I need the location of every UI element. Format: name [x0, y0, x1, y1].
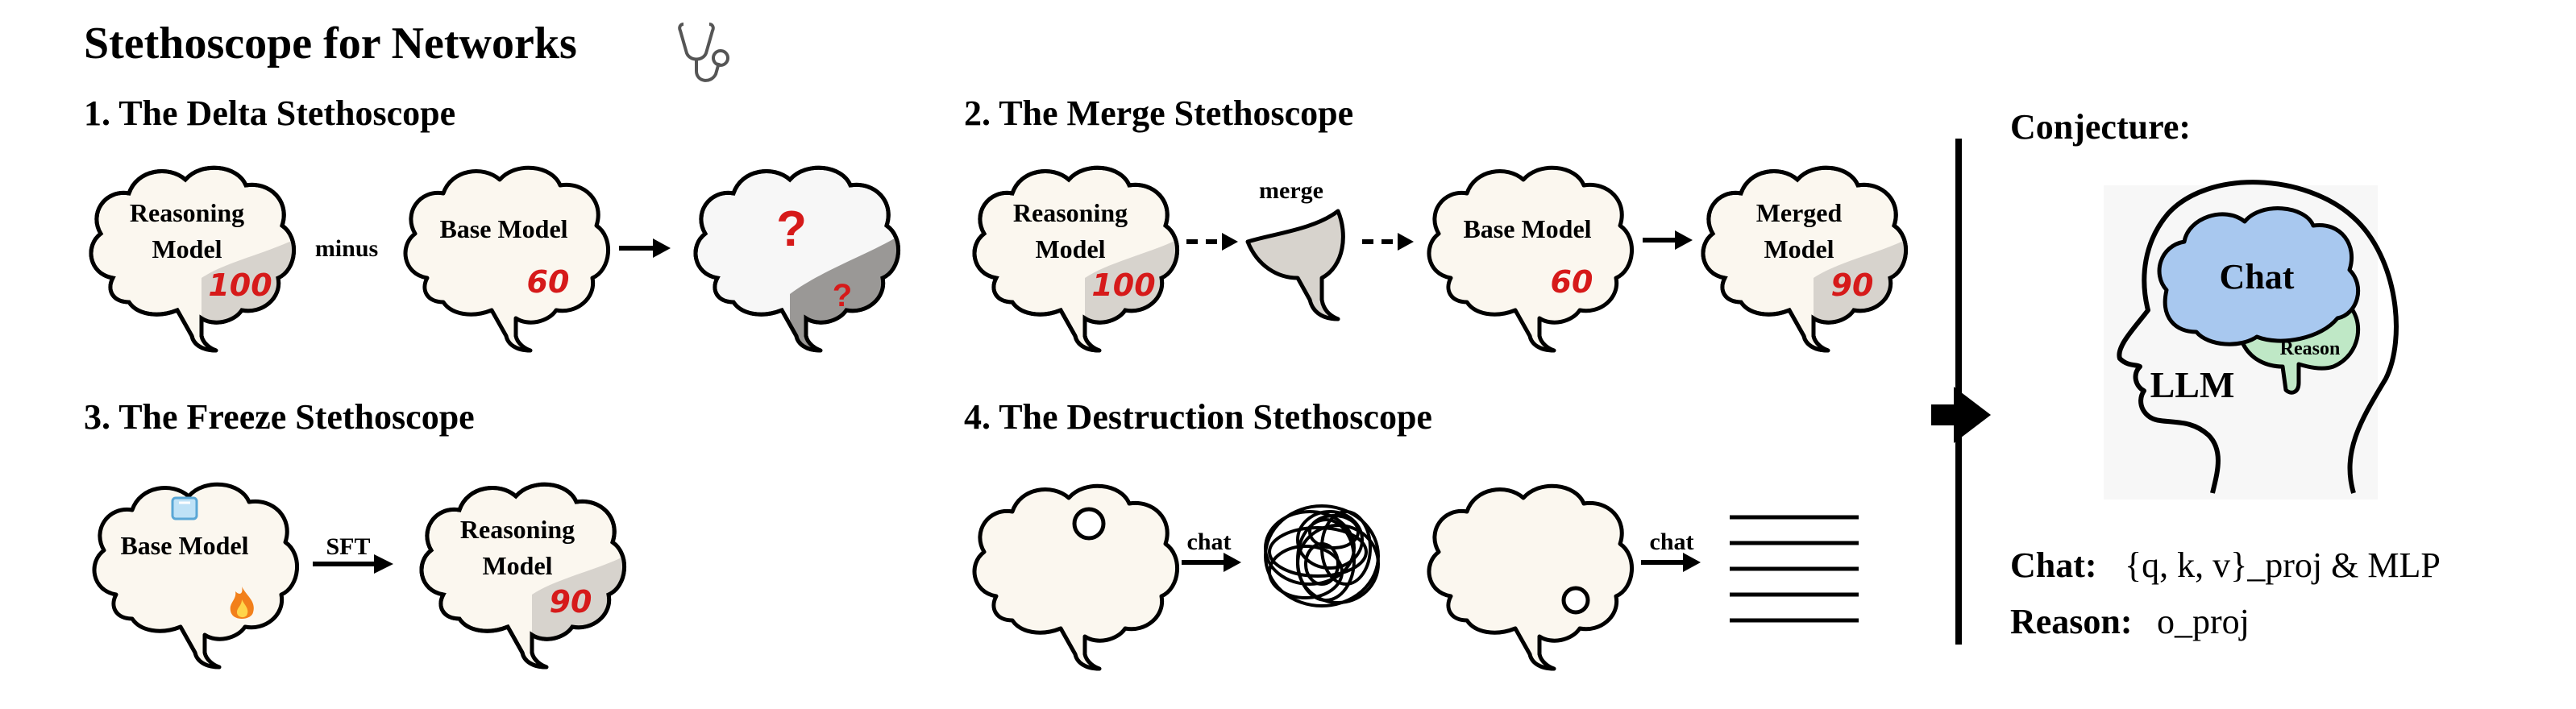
- destruction-brain-1: [974, 486, 1178, 669]
- flat-lines: [1730, 515, 1859, 623]
- freeze-reasoning-brain: Reasoning Model 90: [422, 484, 629, 667]
- brain-label-line1: Base Model: [439, 214, 567, 243]
- score-badge: 90: [550, 584, 592, 620]
- delta-result-brain: ? ?: [696, 168, 903, 350]
- line-value: o_proj: [2157, 602, 2250, 641]
- section-merge-heading: 2. The Merge Stethoscope: [964, 93, 1353, 133]
- brain-label-line1: Base Model: [1463, 214, 1591, 243]
- destruction-operator-2: chat: [1650, 529, 1694, 555]
- brain-label-line2: Model: [152, 234, 222, 263]
- score-badge: 60: [527, 264, 570, 300]
- merge-base-brain: Base Model 60: [1429, 168, 1632, 350]
- brain-label-line1: Base Model: [120, 531, 248, 560]
- destruction-brain-2: [1429, 486, 1632, 669]
- delta-reasoning-brain: Reasoning Model 100: [91, 168, 298, 350]
- destruction-arrow-2: [1641, 553, 1701, 572]
- conjecture-line-chat: Chat: {q, k, v}_proj & MLP: [2010, 545, 2441, 585]
- destruction-arrow-1: [1182, 553, 1241, 572]
- brain-label-line1: Reasoning: [130, 198, 244, 227]
- section-destruction-heading: 4. The Destruction Stethoscope: [964, 397, 1432, 437]
- score-badge: 100: [1091, 267, 1155, 303]
- conjecture-line-reason: Reason: o_proj: [2010, 602, 2250, 641]
- freeze-base-brain: Base Model: [94, 484, 297, 667]
- brain-label-line1: Reasoning: [1013, 198, 1128, 227]
- line-value: {q, k, v}_proj & MLP: [2125, 545, 2441, 585]
- score-badge: 100: [208, 267, 272, 303]
- line-key: Chat:: [2010, 545, 2097, 585]
- brain-label-line2: Model: [482, 551, 552, 580]
- head-illustration: Chat Reason LLM: [2104, 180, 2399, 500]
- brain-label-line1: Reasoning: [460, 515, 575, 544]
- reason-label: Reason: [2280, 338, 2341, 359]
- question-mark: ?: [833, 278, 852, 313]
- ice-icon: [171, 496, 198, 520]
- brain-label-line2: Model: [1764, 234, 1834, 263]
- merge-arrow: [1643, 230, 1693, 250]
- chat-label: Chat: [2220, 257, 2295, 296]
- section-delta-heading: 1. The Delta Stethoscope: [84, 93, 455, 133]
- conjecture-heading: Conjecture:: [2010, 107, 2191, 147]
- merge-fragment: [1245, 209, 1345, 321]
- merged-model-brain: Merged Model 90: [1703, 168, 1910, 350]
- merge-dashed-arrow-1: [1186, 233, 1238, 251]
- score-badge: 60: [1551, 264, 1593, 300]
- score-badge: 90: [1831, 267, 1874, 303]
- merge-reasoning-brain: Reasoning Model 100: [974, 168, 1182, 350]
- destruction-operator-1: chat: [1187, 529, 1232, 555]
- freeze-operator: SFT: [326, 533, 370, 560]
- page-title: Stethoscope for Networks: [84, 19, 577, 68]
- chat-region: [2157, 206, 2361, 346]
- brain-label-line1: Merged: [1756, 198, 1843, 227]
- section-freeze-heading: 3. The Freeze Stethoscope: [84, 397, 475, 437]
- delta-base-brain: Base Model 60: [405, 168, 609, 350]
- conjecture-arrow: [1931, 387, 1991, 443]
- brain-label-line2: Model: [1035, 234, 1105, 263]
- merge-operator: merge: [1259, 177, 1323, 204]
- merge-dashed-arrow-2: [1362, 233, 1414, 251]
- delta-operator: minus: [315, 235, 378, 262]
- tangled-scribble: [1264, 504, 1380, 607]
- line-key: Reason:: [2010, 602, 2133, 641]
- llm-label: LLM: [2150, 364, 2235, 405]
- freeze-arrow: [313, 554, 393, 574]
- question-mark: ?: [776, 201, 807, 257]
- fire-icon: [230, 587, 254, 619]
- delta-arrow: [619, 238, 671, 258]
- stethoscope-icon: [678, 23, 729, 82]
